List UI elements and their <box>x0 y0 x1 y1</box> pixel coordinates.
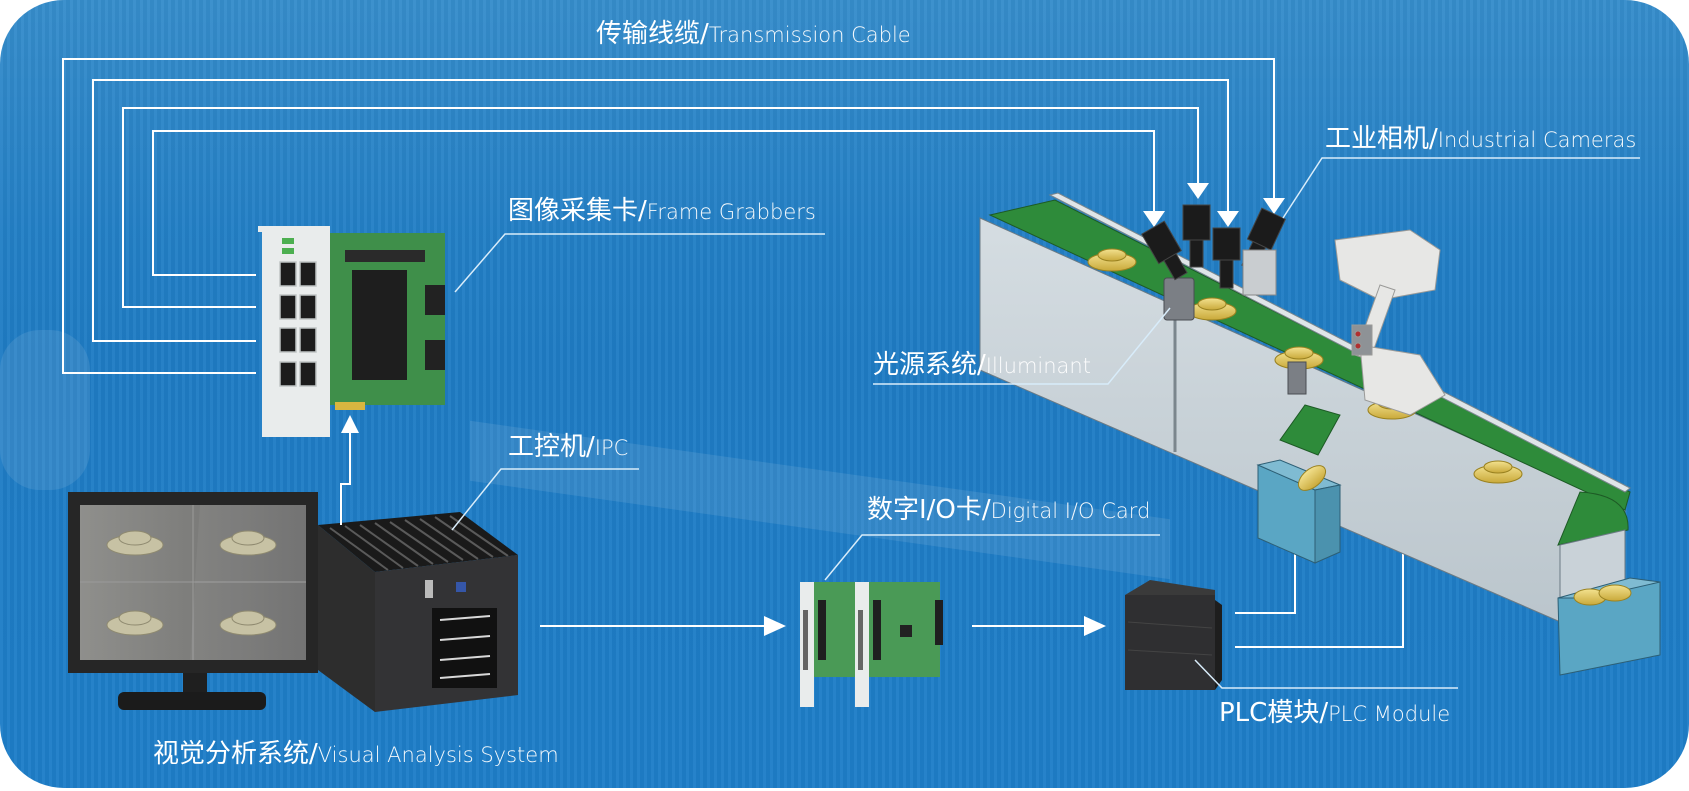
arrowhead-icon <box>1143 211 1165 227</box>
ipc-box <box>318 512 518 712</box>
arrowhead-icon <box>341 415 359 433</box>
label-en: IPC <box>594 436 629 460</box>
label-sep: / <box>981 495 991 525</box>
label-en: PLC Module <box>1328 702 1451 726</box>
label-zh: 工控机 <box>508 432 587 462</box>
label-sep: / <box>1319 698 1329 728</box>
digital-io-cards <box>800 582 943 707</box>
reject-chute <box>1279 404 1341 456</box>
screen-part-tiles <box>106 530 277 636</box>
arrowhead-icon <box>764 616 786 636</box>
label-en: Transmission Cable <box>708 23 911 47</box>
arrowhead-icon <box>1084 616 1106 636</box>
leader-ipc <box>451 468 639 531</box>
label-transmission-cable: 传输线缆/Transmission Cable <box>596 21 911 47</box>
arrowhead-icon <box>1187 183 1209 199</box>
label-sep: / <box>1429 124 1438 154</box>
leader-digital-io-card <box>824 534 1160 581</box>
label-zh: 传输线缆 <box>596 19 701 49</box>
label-zh: 数字I/O卡 <box>867 495 982 525</box>
label-sep: / <box>638 196 647 226</box>
label-en: Digital I/O Card <box>990 499 1151 523</box>
leader-industrial-cameras <box>1282 157 1640 219</box>
label-sep: / <box>977 350 986 380</box>
output-bin <box>1557 577 1661 676</box>
label-en: Illuminant <box>985 354 1091 378</box>
label-sep: / <box>586 432 595 462</box>
reject-sensor <box>1287 361 1307 395</box>
label-plc-module: PLC模块/PLC Module <box>1219 700 1450 726</box>
cable-1 <box>62 58 1275 374</box>
arrow-ipc-to-frame-grabber <box>340 432 351 525</box>
industrial-cameras <box>1141 204 1287 296</box>
label-digital-io-card: 数字I/O卡/Digital I/O Card <box>867 497 1150 523</box>
label-en: Visual Analysis System <box>317 743 559 767</box>
arrowhead-icon <box>1263 198 1285 214</box>
label-sep: / <box>700 19 709 49</box>
frame-grabber-card <box>258 226 445 437</box>
leader-plc-module <box>1194 659 1458 689</box>
arrowhead-icon <box>1217 211 1239 227</box>
conveyor <box>979 192 1631 651</box>
label-zh: 工业相机 <box>1325 124 1430 154</box>
label-leaders <box>451 157 1640 689</box>
label-ipc: 工控机/IPC <box>508 434 628 460</box>
label-zh: 图像采集卡 <box>508 196 639 226</box>
label-en: Industrial Cameras <box>1437 128 1637 152</box>
robot-arm <box>1334 229 1446 416</box>
label-en: Frame Grabbers <box>646 200 816 224</box>
label-sep: / <box>309 739 318 769</box>
label-zh: 光源系统 <box>873 350 978 380</box>
cable-3 <box>122 107 1199 308</box>
label-frame-grabbers: 图像采集卡/Frame Grabbers <box>508 198 816 224</box>
label-industrial-cameras: 工业相机/Industrial Cameras <box>1325 126 1636 152</box>
label-zh: 视觉分析系统 <box>153 739 310 769</box>
plc-module <box>1125 580 1222 690</box>
cable-arrowheads <box>1143 183 1285 227</box>
label-visual-analysis-system: 视觉分析系统/Visual Analysis System <box>153 741 559 767</box>
label-illuminant: 光源系统/Illuminant <box>873 352 1091 378</box>
background-robot-left <box>0 330 90 490</box>
reject-bin <box>1256 459 1342 564</box>
cable-2 <box>92 79 1229 342</box>
label-zh: PLC模块 <box>1219 698 1320 728</box>
cable-4 <box>152 130 1155 276</box>
transmission-cables <box>62 58 1275 374</box>
monitor <box>68 492 318 710</box>
leader-illuminant <box>873 307 1171 385</box>
leader-frame-grabbers <box>454 233 825 293</box>
illuminant-light <box>1163 277 1195 321</box>
